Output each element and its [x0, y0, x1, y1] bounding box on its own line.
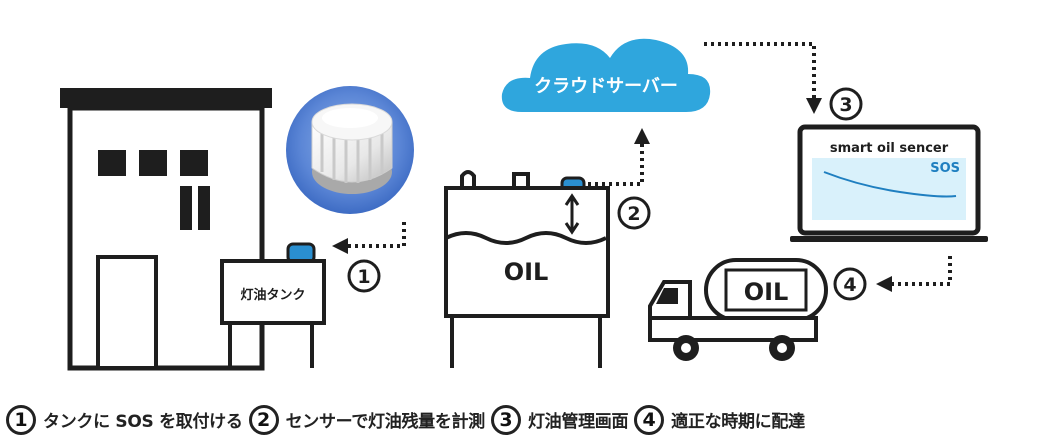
marker-4: 4	[833, 267, 867, 301]
arrow-monitor-to-truck	[876, 256, 952, 292]
tanker-truck-icon: OIL	[648, 258, 828, 361]
sensor-cap-photo	[286, 86, 414, 214]
cloud-server-icon: クラウドサーバー	[501, 38, 711, 112]
arrow-cap-to-tank	[332, 222, 406, 254]
laptop-monitor-icon: smart oil sencer SOS	[790, 124, 988, 242]
step-text: 適正な時期に配達	[671, 412, 805, 432]
marker-3: 3	[829, 87, 863, 121]
step-2: 2 センサーで灯油残量を計測	[248, 404, 486, 435]
svg-text:2: 2	[627, 203, 640, 225]
marker-1: 1	[347, 259, 381, 293]
step-number: 4	[634, 404, 665, 435]
marker-2: 2	[617, 196, 651, 230]
monitor-title: smart oil sencer	[830, 141, 949, 156]
step-number: 3	[490, 404, 521, 435]
svg-text:4: 4	[843, 274, 856, 296]
step-text: タンクに SOS を取付ける	[43, 412, 243, 432]
steps-caption: 1 タンクに SOS を取付ける 2 センサーで灯油残量を計測 3 灯油管理画面…	[0, 398, 1062, 441]
arrow-tank-to-cloud	[588, 128, 650, 186]
oil-tank-label: OIL	[504, 258, 549, 286]
truck-oil-label: OIL	[744, 278, 789, 306]
step-number: 1	[6, 404, 36, 435]
building-icon	[60, 88, 272, 371]
step-4: 4 適正な時期に配達	[634, 404, 805, 435]
svg-text:3: 3	[839, 94, 852, 116]
kerosene-tank-icon: 灯油タンク	[220, 242, 326, 368]
svg-text:1: 1	[357, 266, 370, 288]
step-3: 3 灯油管理画面	[490, 404, 629, 435]
step-1: 1 タンクに SOS を取付ける	[6, 404, 243, 435]
monitor-sos: SOS	[930, 161, 960, 176]
cloud-label: クラウドサーバー	[534, 76, 678, 97]
step-text: センサーで灯油残量を計測	[285, 412, 486, 432]
step-number: 2	[248, 404, 279, 435]
oil-tank-icon: OIL	[444, 170, 610, 368]
step-text: 灯油管理画面	[527, 412, 629, 432]
tank-label: 灯油タンク	[240, 287, 305, 303]
arrow-cloud-to-monitor	[704, 42, 822, 114]
